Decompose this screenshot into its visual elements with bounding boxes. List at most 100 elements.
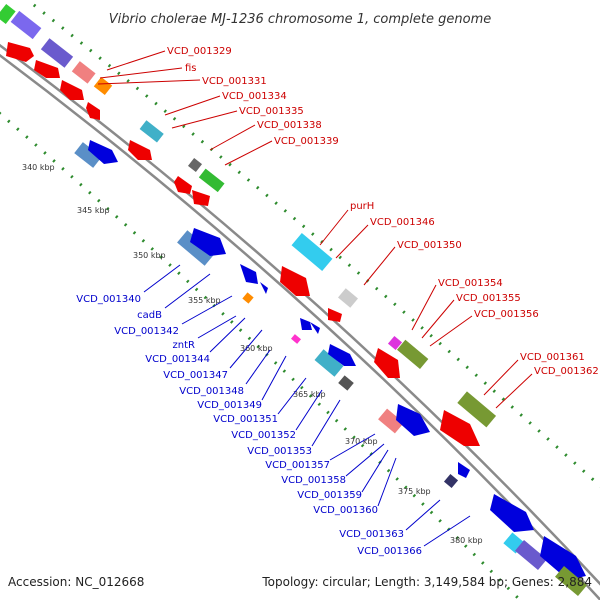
gene-block [378,408,404,434]
kbp-tick-label: 365 kbp [293,390,326,399]
leader-line [295,389,323,431]
gene-label[interactable]: VCD_001335 [239,106,304,117]
leader-line [377,457,397,507]
cds-arrow [240,264,258,284]
cds-arrow [328,344,356,366]
gene-label[interactable]: VCD_001363 [339,529,404,540]
cds-arrow [374,348,400,378]
leader-line [171,110,238,129]
leader-line [106,50,166,71]
cds-arrow [280,266,310,296]
leader-line [245,349,271,385]
gene-label[interactable]: VCD_001334 [222,91,287,102]
gene-label[interactable]: VCD_001355 [456,293,521,304]
gene-label[interactable]: VCD_001340 [76,294,141,305]
leader-line [143,264,181,293]
gene-block [291,334,301,344]
gene-label[interactable]: VCD_001344 [145,354,210,365]
cds-arrow [128,140,152,160]
cds-arrow [190,228,226,256]
gene-label[interactable]: VCD_001353 [247,446,312,457]
forward-cds-arrows [6,42,480,446]
gene-label[interactable]: VCD_001352 [231,430,296,441]
gene-label[interactable]: VCD_001339 [274,136,339,147]
leader-line [421,299,455,339]
gene-label[interactable]: VCD_001359 [297,490,362,501]
gene-label[interactable]: VCD_001358 [281,475,346,486]
forward-gene-labels [97,50,533,409]
leader-line [495,373,533,409]
gene-label[interactable]: VCD_001361 [520,352,585,363]
gene-block [0,4,16,24]
gene-block [457,391,497,428]
gene-block [314,349,344,377]
gene-label[interactable]: cadB [137,310,162,321]
leader-line [411,284,437,331]
gene-label[interactable]: VCD_001354 [438,278,503,289]
leader-line [423,515,471,547]
leader-line [224,140,273,166]
cds-arrow [34,60,60,78]
gene-label[interactable]: VCD_001357 [265,460,330,471]
cds-arrow [174,176,192,194]
gene-block [10,10,42,40]
leader-line [164,273,211,309]
kbp-tick-label: 380 kbp [450,536,483,545]
cds-arrow [60,80,84,100]
leader-line [329,433,376,461]
reverse-gene-labels [143,264,471,547]
gene-label[interactable]: VCD_001351 [213,414,278,425]
gene-label[interactable]: VCD_001366 [357,546,422,557]
cds-arrow [88,140,118,164]
leader-line [97,79,201,85]
gene-label[interactable]: VCD_001331 [202,76,267,87]
gene-label[interactable]: VCD_001329 [167,46,232,57]
leader-line [335,224,369,259]
leader-line [277,377,307,415]
kbp-tick-label: 375 kbp [398,487,431,496]
cds-arrow [310,322,320,334]
gene-label[interactable]: VCD_001348 [179,386,244,397]
gene-label[interactable]: VCD_001347 [163,370,228,381]
cds-arrow [6,42,34,62]
gene-block [177,230,215,266]
gene-label[interactable]: VCD_001356 [474,309,539,320]
leader-line [229,329,263,369]
leader-line [197,315,237,339]
gene-block [338,288,358,308]
gene-block [397,339,429,370]
gene-block [74,142,102,168]
leader-line [164,95,221,116]
leader-line [311,399,341,447]
gene-label[interactable]: zntR [173,340,196,351]
leader-line [99,67,183,79]
leader-line [319,209,349,246]
gene-block [242,292,254,304]
leader-line [361,449,389,493]
gene-block [291,233,333,271]
gene-label[interactable]: VCD_001346 [370,217,435,228]
gene-block [187,157,203,173]
gene-block [71,61,96,84]
gene-label[interactable]: purH [350,201,374,212]
gene-block [93,76,113,96]
backbone-outer [0,43,600,586]
cds-arrow [86,102,100,120]
leader-line [181,295,233,325]
forward-gene-label-text: VCD_001329 fis VCD_001331 VCD_001334 VCD… [167,46,599,377]
gene-label[interactable]: VCD_001338 [257,120,322,131]
cds-arrow [260,282,268,294]
gene-label[interactable]: VCD_001360 [313,505,378,516]
gene-label[interactable]: VCD_001350 [397,240,462,251]
gene-label[interactable]: VCD_001349 [197,400,262,411]
gene-label[interactable]: VCD_001362 [534,366,599,377]
leader-line [363,246,396,286]
map-title: Vibrio cholerae MJ-1236 chromosome 1, co… [109,12,491,27]
kbp-tick-label: 360 kbp [240,344,273,353]
cds-arrow [300,318,312,330]
gene-label[interactable]: fis [185,63,197,74]
gene-block [338,375,354,391]
gene-label[interactable]: VCD_001342 [114,326,179,337]
gene-block [443,473,459,489]
